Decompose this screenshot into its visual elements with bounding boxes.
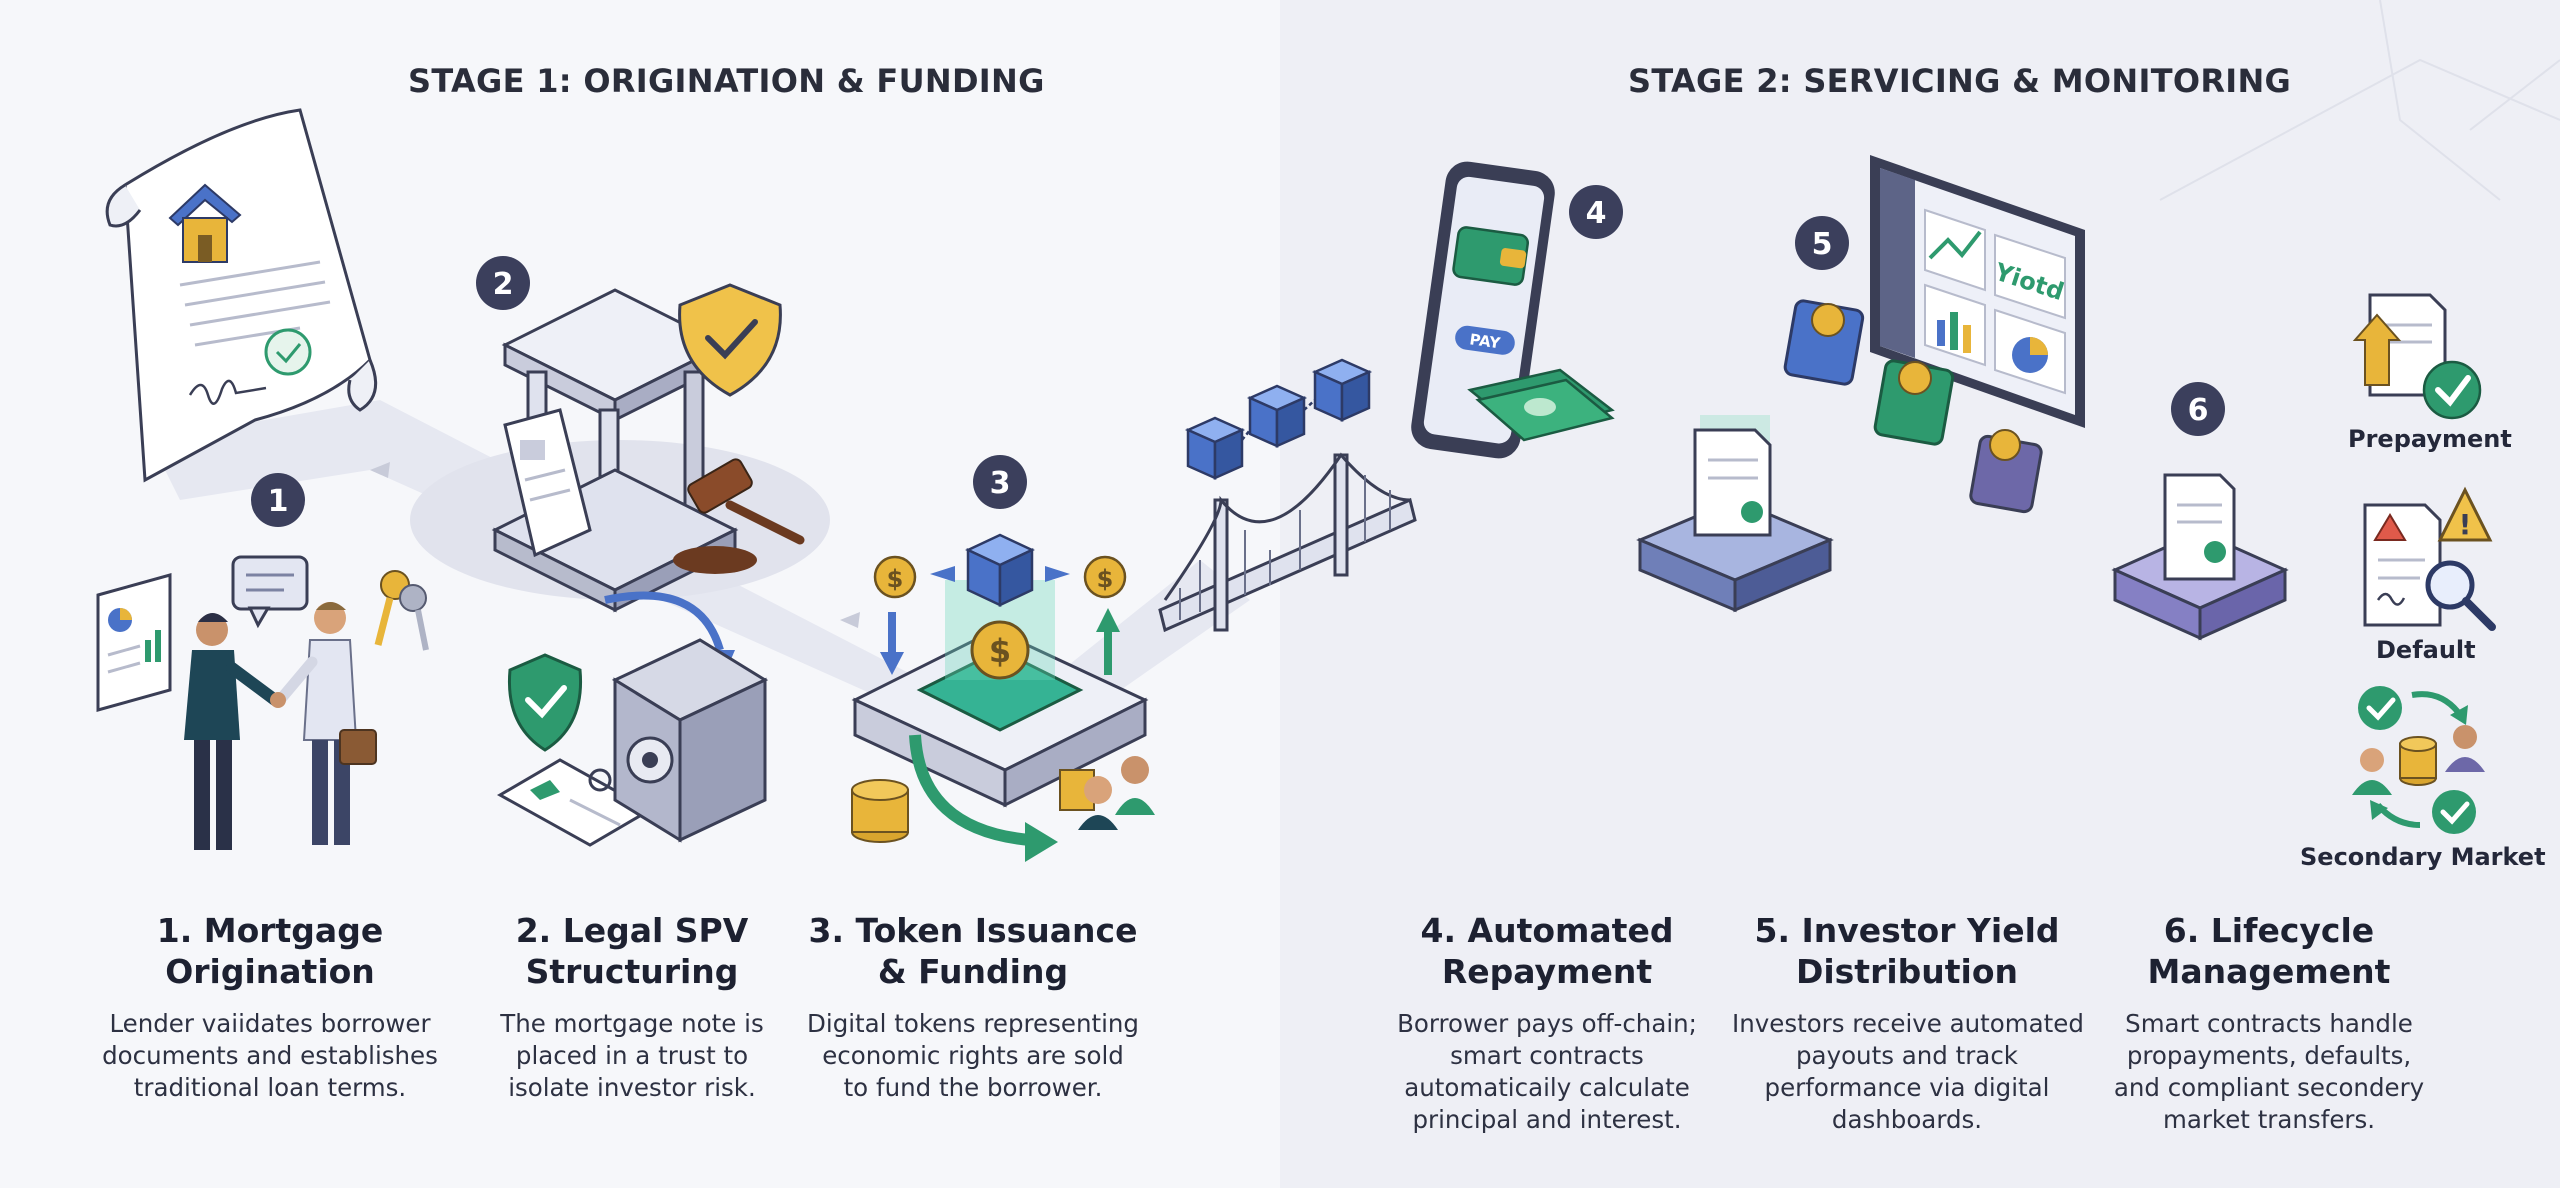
step-badge-3: 3 [973,455,1027,509]
coin-stack-icon [851,779,909,843]
green-shield-icon [507,653,583,752]
svg-text:5: 5 [1812,227,1833,262]
dollar-coin-icon [970,620,1030,680]
bar-widget [1924,283,1986,367]
coin-right-icon: $ [1083,555,1127,599]
default-icon: ! [2363,486,2496,631]
shield-check-icon [678,283,782,397]
step-badge-2: 2 [476,256,530,310]
chat-bubble-icon [231,555,309,629]
svg-text:4: 4 [1586,196,1607,231]
cash-bills-icon [1467,368,1615,442]
svg-text:6: 6 [2188,393,2209,428]
handshake-scene [96,555,429,850]
report-icon [96,573,172,712]
pay-label: PAY [1468,330,1502,352]
stage-2-title: STAGE 2: SERVICING & MONITORING [1628,62,2292,100]
wallet-icon [1452,226,1529,286]
borrower-figure [274,602,377,845]
green-wallet-icon [1873,359,1955,446]
document-platform-5-icon [1636,415,1834,613]
investors-icon [1059,756,1155,830]
background-decor [2159,0,2560,201]
stage-1-title: STAGE 1: ORIGINATION & FUNDING [408,62,1045,100]
gavel-icon [673,458,805,574]
purple-wallet-icon [1969,429,2043,514]
outcome-default-label: Default [2376,636,2476,664]
svg-text:2: 2 [493,267,514,302]
deed-document-icon [105,108,378,483]
step-badge-5: 5 [1795,216,1849,270]
yield-widget: Yiotd [1990,233,2067,320]
bridge-icon [1158,452,1417,633]
blockchain-cube-icon [965,533,1035,607]
prepayment-icon [2352,293,2482,420]
pie-widget [1994,308,2066,395]
svg-text:!: ! [2459,508,2472,541]
svg-text:$: $ [887,565,904,593]
scroll-document-icon [503,408,592,558]
token-flow-arrows [880,566,1120,675]
svg-text:$: $ [1097,565,1114,593]
chain-cubes-icon [1184,358,1373,480]
step-badge-6: 6 [2171,382,2225,436]
svg-text:$: $ [989,632,1011,670]
signature-mark [188,379,267,405]
blue-wallet-icon [1783,299,1865,386]
seal-check-icon [264,328,312,376]
vault-safe-icon [611,638,769,843]
svg-text:3: 3 [990,466,1011,501]
briefcase-icon [339,729,377,765]
step-badge-1: 1 [251,473,305,527]
circular-arrow-icon [909,734,1058,862]
lender-figure [184,613,281,850]
dashboard-screen-icon: Yiotd [1870,155,2085,428]
house-icon [168,183,242,263]
pay-button: PAY [1455,325,1515,355]
token-platform-icon: $ [851,580,1149,808]
document-platform-6-icon [2111,473,2289,641]
step-badge-4: 4 [1569,185,1623,239]
outcome-prepayment-label: Prepayment [2348,425,2512,453]
chart-widget-1 [1924,208,1986,292]
step-3-title: 3. Token Issuance& Funding [808,911,1138,991]
keys-icon [374,570,429,651]
outcome-secondary-market-label: Secondary Market [2300,843,2546,871]
secondary-market-icon [2352,686,2485,834]
coin-left-icon: $ [873,555,917,599]
svg-text:1: 1 [268,484,289,519]
